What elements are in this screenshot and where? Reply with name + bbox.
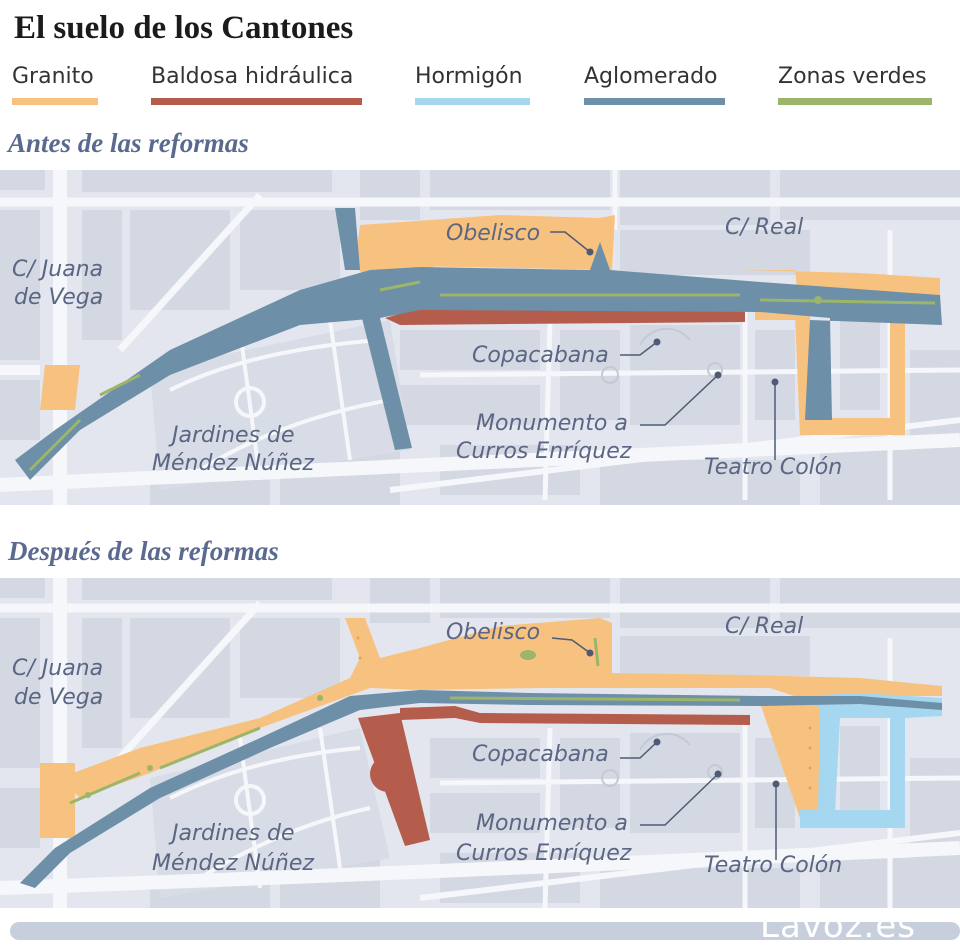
- map-after: Obelisco C/ Real C/ Juana de Vega Copaca…: [0, 578, 960, 908]
- label-teatro: Teatro Colón: [704, 853, 842, 878]
- leader-dots: [586, 248, 779, 386]
- label-jardines-2: Méndez Núñez: [152, 851, 314, 876]
- legend-label: Hormigón: [415, 64, 523, 89]
- legend-swatch-granito: [12, 98, 98, 105]
- legend-label: Zonas verdes: [778, 64, 927, 89]
- leader-dots: [586, 649, 780, 788]
- green-circle: [814, 296, 822, 304]
- label-calle-real: C/ Real: [725, 614, 803, 639]
- legend-swatch-baldosa: [151, 98, 362, 105]
- legend-item-baldosa: Baldosa hidráulica: [151, 64, 362, 106]
- label-jardines-2: Méndez Núñez: [152, 451, 314, 476]
- label-monumento-2: Curros Enríquez: [456, 439, 632, 464]
- page-title: El suelo de los Cantones: [14, 10, 354, 46]
- legend-swatch-aglomerado: [584, 98, 725, 105]
- legend-item-granito: Granito: [12, 64, 98, 106]
- label-monumento-2: Curros Enríquez: [456, 841, 632, 866]
- legend-item-hormigon: Hormigón: [415, 64, 530, 106]
- label-copacabana: Copacabana: [472, 742, 609, 767]
- legend-label: Baldosa hidráulica: [151, 64, 354, 89]
- legend-item-aglomerado: Aglomerado: [584, 64, 725, 106]
- label-copacabana: Copacabana: [472, 343, 609, 368]
- legend-swatch-hormigon: [415, 98, 530, 105]
- label-calle-real: C/ Real: [725, 215, 803, 240]
- aglomerado-surface: [15, 208, 942, 480]
- map-before: Obelisco C/ Real C/ Juana de Vega Copaca…: [0, 170, 960, 505]
- section-title-after: Después de las reformas: [8, 536, 279, 566]
- label-obelisco: Obelisco: [446, 221, 540, 246]
- label-monumento-1: Monumento a: [476, 811, 628, 836]
- footer-bar: [10, 922, 960, 940]
- legend-label: Aglomerado: [584, 64, 718, 89]
- section-title-before: Antes de las reformas: [8, 128, 249, 158]
- baldosa-surface: [358, 706, 750, 846]
- leader-lines: [550, 231, 776, 460]
- zonas-verdes-surface: [69, 637, 741, 805]
- label-juana-2: de Vega: [14, 285, 103, 310]
- zonas-verdes-surface: [28, 280, 936, 472]
- legend-item-zonas-verdes: Zonas verdes: [778, 64, 932, 106]
- leader-lines: [551, 637, 777, 860]
- monuments: [601, 732, 723, 787]
- label-jardines-1: Jardines de: [168, 423, 295, 448]
- label-juana-1: C/ Juana: [12, 656, 103, 681]
- city-blocks: [0, 578, 960, 908]
- hormigon-surface: [800, 693, 942, 828]
- label-monumento-1: Monumento a: [476, 411, 628, 436]
- footer-source: Lavoz.es: [760, 906, 916, 946]
- label-obelisco: Obelisco: [446, 620, 540, 645]
- label-juana-1: C/ Juana: [12, 257, 103, 282]
- green-circles: [85, 650, 536, 798]
- baldosa-surface: [385, 308, 745, 325]
- granito-dots: [356, 636, 812, 790]
- label-teatro: Teatro Colón: [704, 455, 842, 480]
- legend-label: Granito: [12, 64, 94, 89]
- park-jardines: [150, 319, 410, 490]
- label-jardines-1: Jardines de: [168, 821, 295, 846]
- label-juana-2: de Vega: [14, 685, 103, 710]
- legend-swatch-zonas-verdes: [778, 98, 932, 105]
